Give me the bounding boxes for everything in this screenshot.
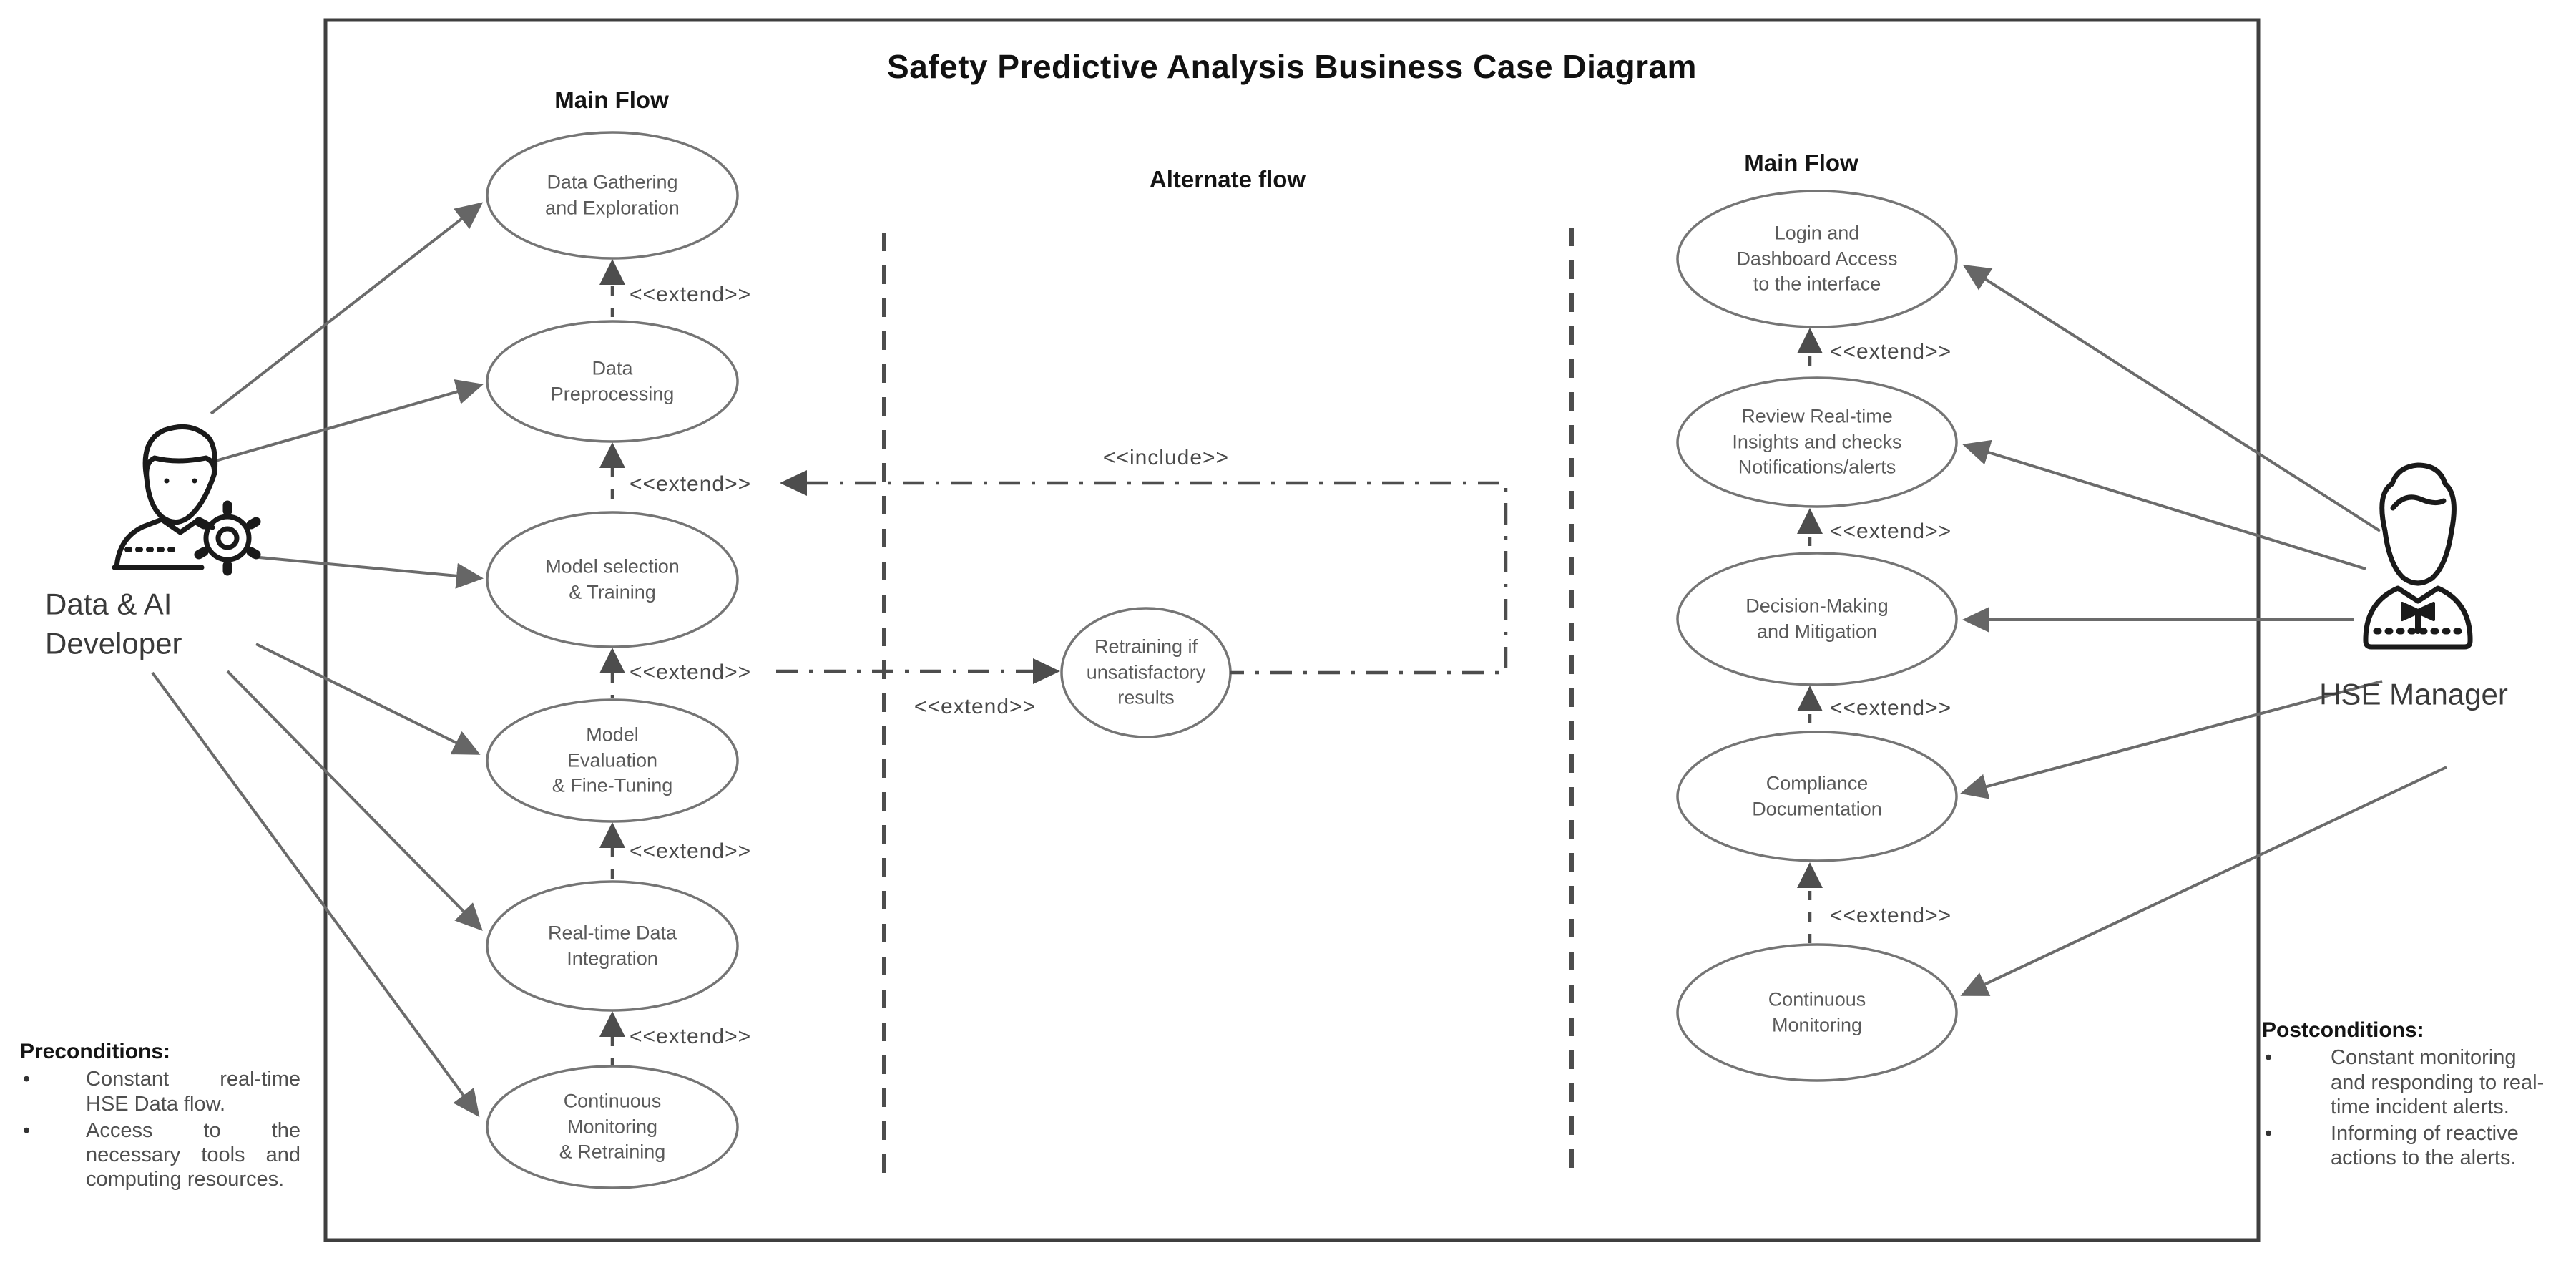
alternate-flow-header: Alternate flow	[1149, 166, 1306, 192]
extend-stereotype: <<extend>>	[630, 1025, 752, 1048]
extend-stereotype: <<extend>>	[630, 283, 752, 306]
extend-stereotype: <<extend>>	[1830, 340, 1952, 364]
usecase-continuous-monitoring-retraining	[486, 1065, 739, 1189]
association-line	[1960, 680, 2383, 799]
usecase-realtime-integration	[486, 880, 739, 1012]
diagram-title: Safety Predictive Analysis Business Case…	[887, 48, 1697, 85]
developer-eye	[192, 478, 197, 484]
preconditions-heading: Preconditions:	[20, 1040, 171, 1063]
usecase-decision-making	[1676, 552, 1958, 686]
gear-hub	[215, 526, 240, 550]
manager-shoulders	[2363, 585, 2473, 650]
developer-face	[144, 455, 217, 525]
usecase-data-preprocessing	[486, 320, 739, 443]
usecase-label-realtime-integration: Real-time Data Integration	[547, 922, 677, 969]
precondition-item: Constant real-time HSE Data flow.	[20, 1067, 300, 1116]
association-line	[151, 671, 480, 1118]
retraining-extend-relationship	[776, 658, 1060, 684]
extend-arrowhead	[1797, 686, 1823, 711]
extend-arrowhead	[1033, 658, 1060, 684]
hse-manager-actor-icon	[2363, 462, 2473, 650]
usecase-label-continuous-monitoring: Continuous Monitoring	[1768, 988, 1866, 1035]
manager-head	[2379, 462, 2457, 586]
system-boundary-frame	[323, 18, 2261, 1242]
developer-hair	[142, 424, 218, 481]
include-relationship	[780, 470, 1508, 675]
usecase-label-continuous-monitoring-retraining: Continuous Monitoring & Retraining	[559, 1090, 666, 1163]
extend-stereotype: <<extend>>	[630, 472, 752, 496]
association-line	[1960, 766, 2447, 996]
extend-stereotype: <<extend>>	[630, 660, 752, 684]
preconditions-list: Constant real-time HSE Data flow. Access…	[20, 1067, 300, 1191]
developer-associations	[151, 202, 484, 1118]
extend-arrowhead	[1797, 328, 1823, 353]
postcondition-item: Informing of reactive actions to the ale…	[2262, 1121, 2555, 1170]
developer-actor-icon	[112, 424, 261, 576]
postconditions-heading: Postconditions:	[2262, 1018, 2424, 1042]
association-line	[1962, 264, 2381, 532]
usecase-review-insights	[1676, 376, 1958, 508]
hse-manager-associations	[1960, 264, 2447, 996]
extend-arrowhead	[1797, 508, 1823, 534]
association-line	[212, 379, 484, 463]
extend-stereotype: <<extend>>	[1830, 520, 1952, 543]
developer-shoulders	[114, 517, 215, 570]
postconditions-block: Postconditions: Constant monitoring and …	[2262, 1018, 2555, 1172]
usecase-label-model-selection: Model selection & Training	[545, 555, 680, 603]
extend-arrowhead	[1797, 862, 1823, 888]
association-line	[1962, 439, 2366, 570]
postcondition-item: Constant monitoring and responding to re…	[2262, 1045, 2555, 1119]
association-line	[226, 670, 483, 931]
extend-arrowhead	[599, 822, 625, 848]
right-flow-header: Main Flow	[1744, 150, 1858, 176]
precondition-item: Access to the necessary tools and comput…	[20, 1118, 300, 1192]
right-extend-connectors	[1797, 328, 1823, 943]
extend-stereotype: <<extend>>	[914, 695, 1037, 718]
usecase-model-selection	[486, 511, 739, 648]
usecase-login-dashboard	[1676, 190, 1958, 328]
extend-arrowhead	[599, 648, 625, 673]
association-line	[251, 555, 484, 589]
usecase-compliance-documentation	[1676, 731, 1958, 862]
usecase-label-review-insights: Review Real-time Insights and checks Not…	[1732, 405, 1902, 478]
gear-teeth	[194, 500, 261, 576]
association-line	[255, 643, 481, 755]
gear-icon	[203, 514, 252, 562]
usecase-label-data-gathering: Data Gathering and Exploration	[545, 171, 680, 218]
usecase-model-evaluation	[486, 698, 739, 823]
extend-arrowhead	[599, 259, 625, 285]
developer-actor-label: Data & AI Developer	[45, 587, 182, 660]
include-arrowhead	[780, 470, 807, 496]
left-flow-ellipses	[486, 131, 739, 1189]
usecase-label-decision-making: Decision-Making and Mitigation	[1745, 595, 1889, 642]
usecase-data-gathering	[486, 131, 739, 260]
preconditions-block: Preconditions: Constant real-time HSE Da…	[20, 1039, 300, 1194]
postconditions-list: Constant monitoring and responding to re…	[2262, 1045, 2555, 1170]
usecase-label-model-evaluation: Model Evaluation & Fine-Tuning	[552, 723, 673, 796]
extend-stereotype: <<extend>>	[630, 839, 752, 863]
extend-arrowhead	[599, 442, 625, 468]
association-line	[210, 202, 484, 415]
usecase-label-data-preprocessing: Data Preprocessing	[550, 357, 675, 404]
developer-eye	[164, 478, 170, 484]
manager-hair	[2390, 494, 2447, 511]
hse-manager-actor-label: HSE Manager	[2319, 677, 2508, 711]
right-flow-ellipses	[1676, 190, 1958, 1082]
extend-arrowhead	[599, 1011, 625, 1037]
usecase-label-login-dashboard: Login and Dashboard Access to the interf…	[1736, 222, 1898, 295]
usecase-label-retraining: Retraining if unsatisfactory results	[1086, 635, 1206, 708]
left-flow-header: Main Flow	[554, 87, 669, 113]
include-line	[807, 481, 1508, 675]
include-stereotype: <<include>>	[1102, 446, 1230, 469]
left-extend-connectors	[599, 259, 625, 1065]
usecase-continuous-monitoring	[1676, 943, 1958, 1082]
extend-stereotype: <<extend>>	[1830, 696, 1952, 720]
usecase-label-compliance-documentation: Compliance Documentation	[1752, 772, 1882, 819]
extend-stereotype: <<extend>>	[1830, 904, 1952, 927]
